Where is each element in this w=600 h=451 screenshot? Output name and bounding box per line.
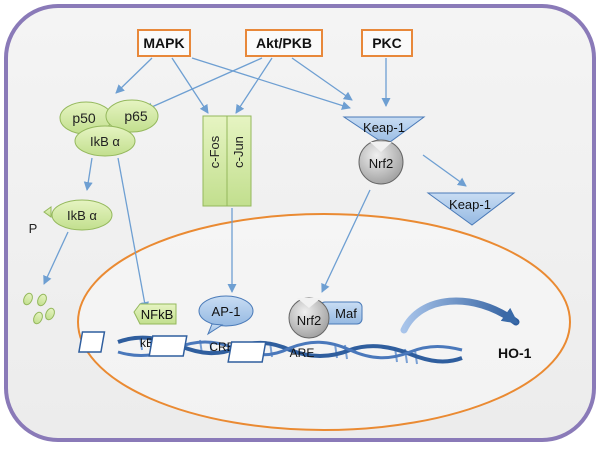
keap1-protein	[342, 116, 426, 146]
phosphate-label: P	[29, 221, 38, 236]
arrow-mapk-to-keap1	[191, 57, 351, 110]
crb-site	[148, 335, 188, 357]
signal-arrows	[43, 57, 467, 311]
arrow-ikba-phosphorylation	[83, 157, 93, 191]
p65-protein	[105, 99, 159, 133]
keap1-released: Keap-1	[426, 192, 516, 226]
nfkb-nuclear: NFkB kB	[78, 303, 177, 353]
kinase-mapk: MAPK	[137, 29, 191, 57]
keap1-released-protein	[426, 192, 516, 226]
p50-label: p50	[72, 110, 96, 126]
ho1-label: HO-1	[498, 345, 532, 361]
nrf2-maf-nuclear: Maf Nrf2 ARE	[227, 297, 363, 363]
ikba-label: IkB α	[90, 134, 120, 149]
mapk-label: MAPK	[143, 35, 184, 51]
nrf2-nuclear-label: Nrf2	[297, 313, 322, 328]
crb-label: CRB	[209, 340, 234, 354]
cfos-protein	[202, 115, 228, 207]
keap-nrf2-complex: Keap-1 Nrf2	[342, 116, 426, 185]
ap1-protein	[198, 295, 254, 327]
ap1-nuclear: AP-1 CRB	[148, 295, 254, 357]
ap1-label: AP-1	[212, 304, 241, 319]
phospho-ikba: IkB α P	[29, 199, 113, 236]
degradation-fragments	[23, 292, 55, 325]
ap1-complex: c-Fos c-Jun	[202, 115, 252, 207]
nfkb-complex: p50 p65 IkB α	[59, 99, 159, 157]
nfkb-protein	[133, 303, 177, 325]
phospho-ikba-label: IkB α	[67, 208, 97, 223]
cjun-protein	[226, 115, 252, 207]
pkc-label: PKC	[372, 35, 402, 51]
fragment-dot	[33, 311, 43, 325]
p65-label: p65	[124, 108, 148, 124]
kinase-akt: Akt/PKB	[245, 29, 323, 57]
arrow-akt-to-keap1	[291, 57, 353, 101]
transcription-arrow	[400, 297, 520, 334]
keap1-released-label: Keap-1	[449, 197, 491, 212]
arrow-nrf2-to-nucleus	[321, 189, 371, 293]
arrow-akt-to-ap1	[235, 57, 273, 114]
cjun-label: c-Jun	[231, 136, 246, 168]
nrf2-protein	[358, 139, 404, 185]
kb-site	[78, 331, 106, 353]
maf-label: Maf	[335, 306, 357, 321]
fragment-dot	[23, 292, 33, 306]
cfos-label: c-Fos	[207, 135, 222, 168]
arrow-keap1-release	[422, 154, 467, 187]
nfkb-label: NFkB	[141, 307, 174, 322]
fragment-dot	[37, 293, 47, 307]
keap1-label: Keap-1	[363, 120, 405, 135]
kinase-pkc: PKC	[361, 29, 413, 57]
ikba-protein	[74, 125, 136, 157]
phosphate-tag	[43, 206, 52, 218]
nrf2-label: Nrf2	[369, 156, 394, 171]
are-site	[227, 341, 267, 363]
arrow-mapk-to-nfkb	[115, 57, 153, 94]
arrow-mapk-to-ap1	[171, 57, 209, 114]
are-label: ARE	[290, 346, 315, 360]
arrow-nfkb-to-nucleus	[117, 157, 149, 311]
phospho-ikba-protein	[51, 199, 113, 231]
arrow-ikba-degradation	[43, 231, 69, 285]
fragment-dot	[45, 307, 55, 321]
arrow-akt-to-nfkb	[144, 57, 263, 111]
akt-label: Akt/PKB	[256, 35, 312, 51]
